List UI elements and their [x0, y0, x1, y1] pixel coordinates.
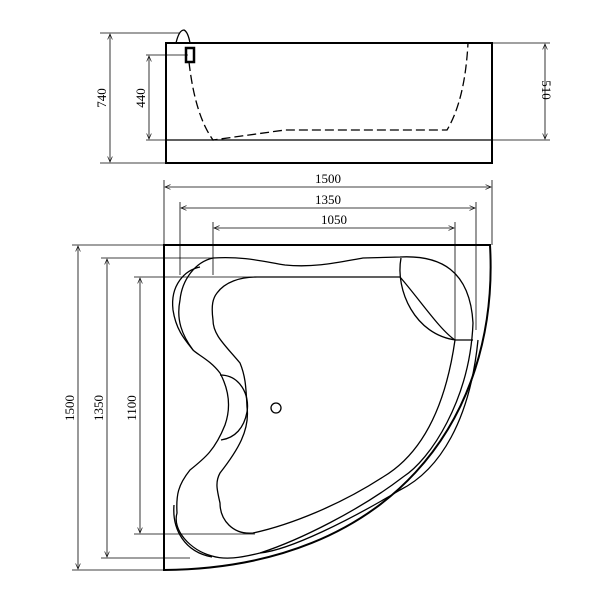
tub-rim: [175, 256, 474, 559]
side-outline: [165, 42, 493, 164]
dim-depth-outer: 1500: [62, 395, 77, 421]
side-view: 740 440 510: [94, 29, 554, 164]
dim-depth-inner: 1100: [124, 395, 139, 421]
dim-total-height: 740: [94, 88, 109, 108]
rim-outer-lip: [172, 266, 201, 351]
headrest-outline: [399, 257, 473, 341]
dim-inner-depth: 440: [133, 88, 148, 108]
armrest-outline: [219, 374, 249, 441]
tub-basin: [211, 276, 456, 534]
dim-width-inner: 1050: [321, 212, 347, 227]
rim-corner-lip: [173, 504, 213, 558]
plan-view: 1500 1350 1050 1500 1350 1100: [62, 171, 493, 572]
dim-depth-rim: 1350: [91, 395, 106, 421]
rim-front-edge: [259, 339, 479, 554]
tub-outer-outline: [163, 244, 492, 572]
inner-basin-hidden-line: [188, 42, 469, 141]
dim-panel-height: 510: [539, 80, 554, 100]
faucet-bump: [175, 29, 191, 44]
dim-width-outer: 1500: [315, 171, 341, 186]
dim-width-rim: 1350: [315, 192, 341, 207]
drain-icon: [270, 402, 282, 414]
